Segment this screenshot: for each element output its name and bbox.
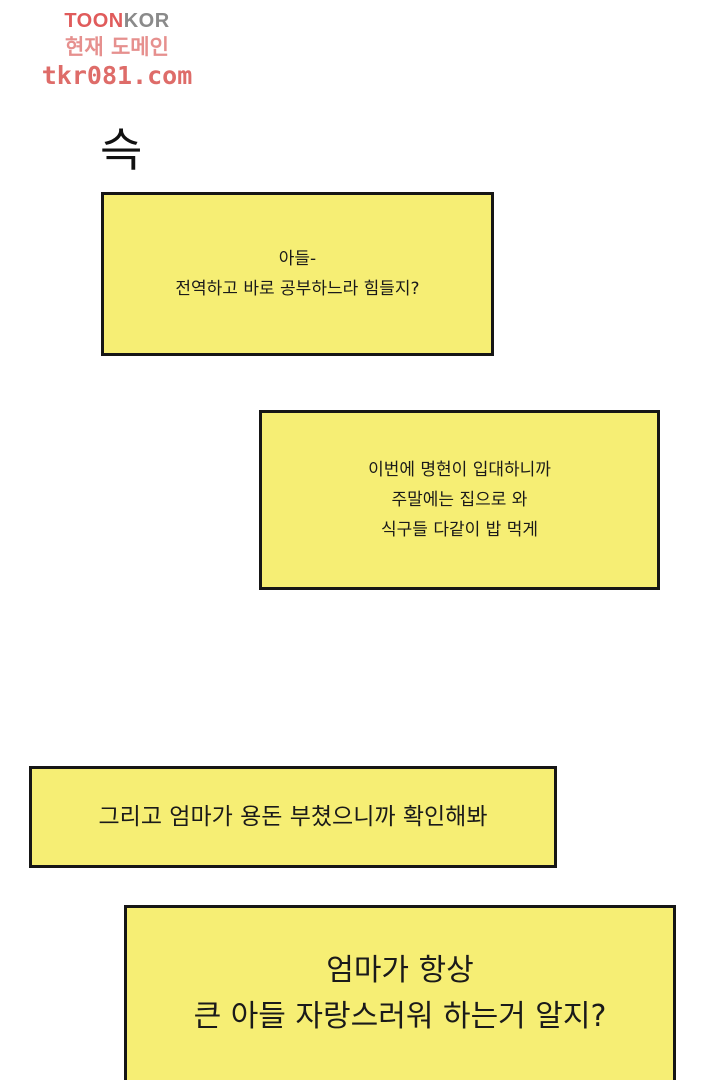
dialogue-text-1: 아들- 전역하고 바로 공부하느라 힘들지? [175, 249, 420, 299]
watermark-brand-toon: TOON [64, 10, 124, 32]
dialogue-box-3: 그리고 엄마가 용돈 부쳤으니까 확인해봐 [29, 766, 557, 868]
dialogue-text-2: 이번에 명현이 입대하니까 주말에는 집으로 와 식구들 다같이 밥 먹게 [368, 460, 551, 540]
watermark-url: tkr081.com [41, 61, 193, 90]
dialogue-text-4: 엄마가 항상 큰 아들 자랑스러워 하는거 알지? [193, 953, 607, 1034]
site-watermark: TOONKOR 현재 도메인 tkr081.com [22, 10, 212, 90]
dialogue-box-2: 이번에 명현이 입대하니까 주말에는 집으로 와 식구들 다같이 밥 먹게 [259, 410, 660, 590]
watermark-brand: TOONKOR [22, 10, 212, 32]
watermark-brand-kor: KOR [123, 10, 170, 32]
sound-effect-text: 슥 [100, 123, 143, 177]
dialogue-box-4: 엄마가 항상 큰 아들 자랑스러워 하는거 알지? [124, 905, 676, 1080]
watermark-subtitle: 현재 도메인 [65, 35, 169, 59]
dialogue-box-1: 아들- 전역하고 바로 공부하느라 힘들지? [101, 192, 494, 356]
dialogue-text-3: 그리고 엄마가 용돈 부쳤으니까 확인해봐 [98, 804, 488, 830]
